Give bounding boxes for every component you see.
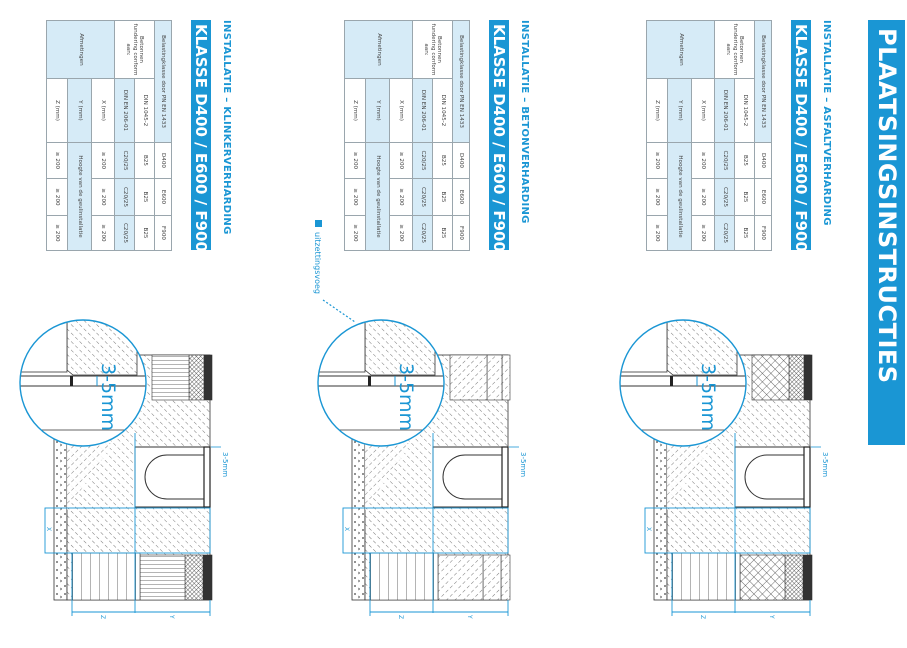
expansion-joint-label: uitzettingsvoeg [313,232,322,294]
expansion-joint-callout: uitzettingsvoeg [313,220,356,323]
dimension-lines [44,433,211,616]
drainage-channel [432,446,509,508]
dimension-lines [342,433,509,616]
paving-left [151,354,213,401]
dim-x-label: X [645,527,652,531]
gap-label: 3-5mm [697,363,719,431]
magnifier-detail: 3-5mm [317,319,445,447]
paving-right [71,552,213,601]
gap-label: 3-5mm [97,363,119,431]
dim-z-label: Z [699,615,706,619]
gap-label-small: 3-5mm [221,452,229,477]
grate [203,446,211,508]
gap-label-small: 3-5mm [519,452,527,477]
dim-z-label: Z [99,615,106,619]
cross-section-drawing: 3-5mm X Y Z [19,319,229,619]
dim-x-label: X [343,527,350,531]
bedding-layer [671,552,741,601]
cross-section-drawing: 3-5mm X Y Z [313,220,527,619]
installation-section: INSTALLATIE – ASFALTVERHARDING KLASSE D4… [607,0,907,648]
gap-label-small: 3-5mm [821,452,829,477]
cross-section-drawing: 3-5mm X Y Z [619,319,829,619]
bedding-layer [71,552,141,601]
bedding-layer [369,552,439,601]
paving-right [671,552,813,601]
grate [501,446,509,508]
drainage-channel [734,446,811,508]
installation-section: INSTALLATIE – KLINKERVERHARDING KLASSE D… [7,0,307,648]
magnifier-detail: 3-5mm [619,319,747,447]
paving-left [449,354,511,401]
dim-y-label: Y [768,614,775,619]
dim-x-label: X [45,527,52,531]
grate [803,446,811,508]
dimension-lines [644,433,811,616]
installation-section: INSTALLATIE – BETONVERHARDING KLASSE D40… [305,0,605,648]
gap-label: 3-5mm [395,363,417,431]
dim-y-label: Y [168,614,175,619]
magnifier-detail: 3-5mm [19,319,147,447]
dim-z-label: Z [397,615,404,619]
drainage-channel [134,446,211,508]
paving-left [751,354,813,401]
paving-right [369,552,511,601]
dim-y-label: Y [466,614,473,619]
